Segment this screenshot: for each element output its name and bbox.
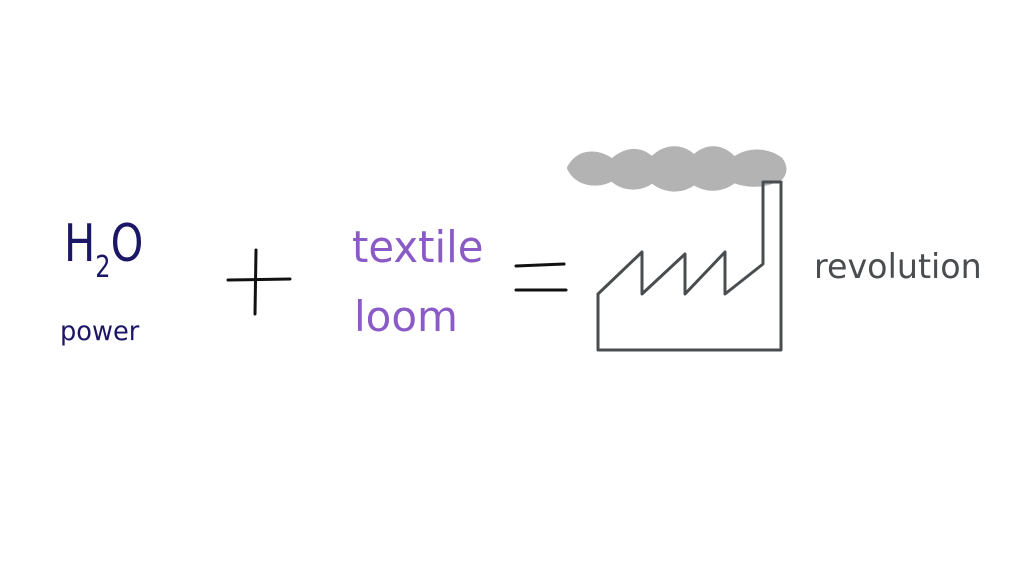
equals-sign: [514, 262, 568, 292]
formula-main: H: [64, 214, 96, 274]
formula-end: O: [110, 214, 144, 274]
revolution-caption: revolution: [814, 247, 982, 287]
factory-icon: [596, 180, 783, 352]
loom-label: loom: [354, 292, 458, 341]
formula-subscript: 2: [95, 250, 111, 285]
h2o-formula: H2O: [64, 218, 143, 283]
textile-label: textile: [352, 222, 484, 273]
power-caption: power: [60, 316, 140, 347]
smoke-icon: [567, 146, 787, 192]
plus-sign: [226, 248, 292, 316]
